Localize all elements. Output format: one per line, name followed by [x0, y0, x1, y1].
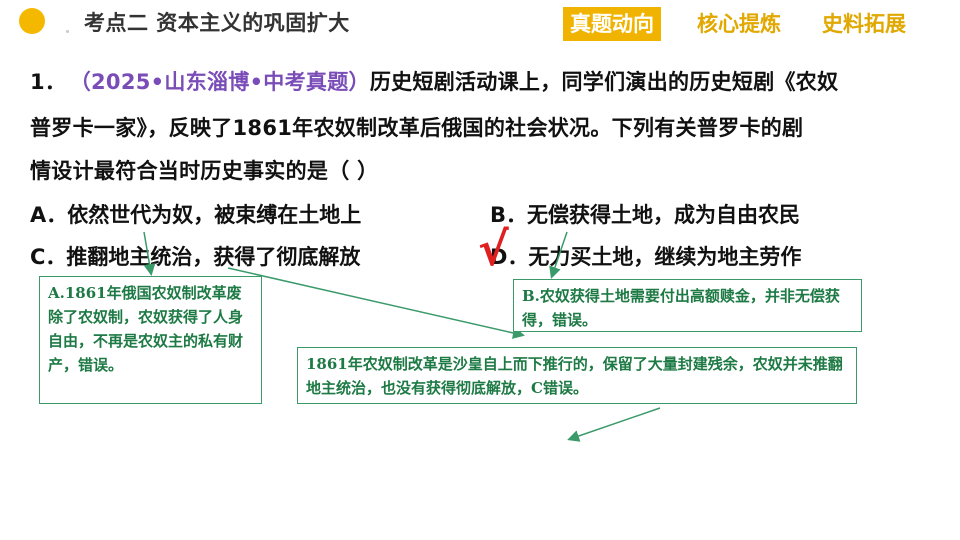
question-line-3: 情设计最符合当时历史事实的是（ ） — [30, 159, 379, 183]
logo-dot-icon — [19, 8, 45, 34]
decor-dot-icon — [66, 30, 69, 33]
question-text-1: 历史短剧活动课上，同学们演出的历史短剧《农奴 — [369, 70, 839, 94]
option-d-letter: D — [490, 245, 508, 269]
option-b[interactable]: B．无偿获得土地，成为自由农民 — [490, 203, 801, 227]
option-a[interactable]: A．依然世代为奴，被束缚在土地上 — [30, 203, 362, 227]
explanation-box-b: B.农奴获得土地需要付出高额赎金，并非无偿获得，错误。 — [513, 279, 862, 332]
question-source: （2025•山东淄博•中考真题） — [80, 70, 370, 94]
arrow-option-c — [227, 267, 525, 339]
question-line-1: 1． （2025•山东淄博•中考真题）历史短剧活动课上，同学们演出的历史短剧《农奴 — [30, 66, 838, 96]
arrow-box-c — [567, 407, 661, 442]
section-title: 考点二 资本主义的巩固扩大 — [84, 11, 350, 35]
explanation-box-c: 1861年农奴制改革是沙皇自上而下推行的，保留了大量封建残余，农奴并未推翻地主统… — [297, 347, 857, 404]
question-number: 1． — [30, 70, 67, 94]
option-c[interactable]: C．推翻地主统治，获得了彻底解放 — [30, 245, 361, 269]
arrow-option-a — [143, 231, 156, 276]
question-line-2: 普罗卡一家》，反映了1861年农奴制改革后俄国的社会状况。下列有关普罗卡的剧 — [30, 116, 804, 140]
tab-hexin[interactable]: 核心提炼 — [697, 12, 781, 36]
correct-check-icon: √ — [478, 222, 509, 276]
explanation-box-a: A.1861年俄国农奴制改革废除了农奴制，农奴获得了人身自由，不再是农奴主的私有… — [39, 276, 262, 404]
tab-shiliao[interactable]: 史料拓展 — [822, 12, 906, 36]
arrow-option-b — [549, 231, 568, 279]
tab-zhenti[interactable]: 真题动向 — [563, 7, 661, 41]
